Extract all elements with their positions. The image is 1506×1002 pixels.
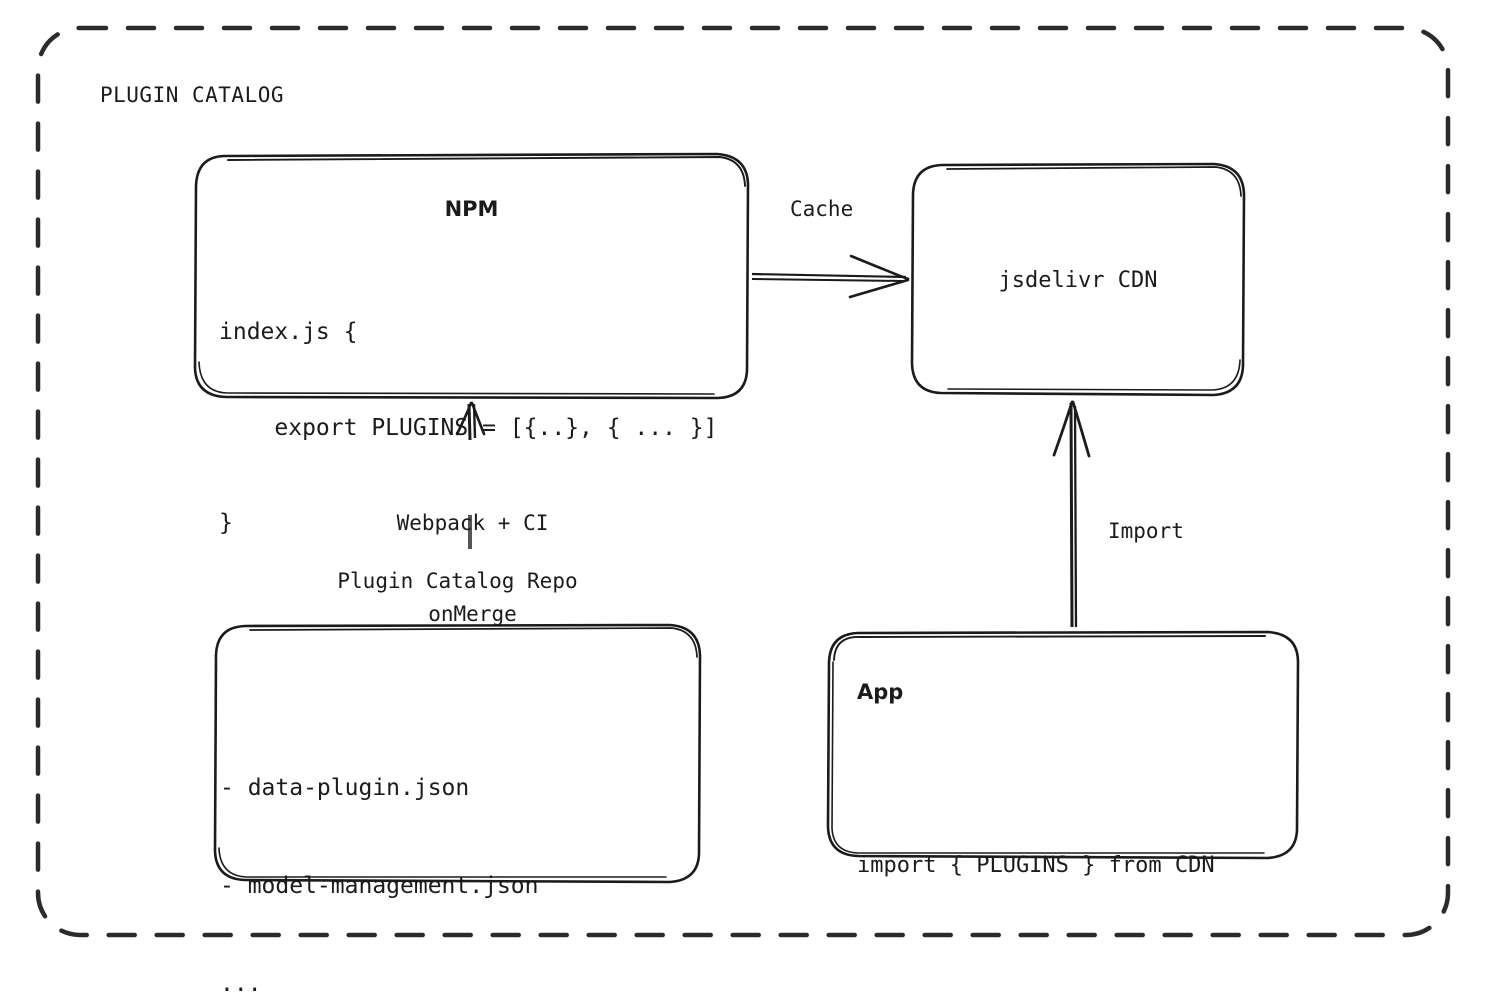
edge-npm-to-cdn-label: Cache <box>790 197 854 221</box>
edge-label-line: Webpack + CI <box>396 510 549 535</box>
npm-code-line: export PLUGINS = [{..}, { ... }] <box>219 414 718 441</box>
repo-file-item: - model-management.json <box>220 873 539 900</box>
cdn-node-title: jsdelivr CDN <box>998 268 1158 293</box>
app-node-title: App <box>857 680 904 704</box>
npm-node-code: index.js { export PLUGINS = [{..}, { ...… <box>219 254 718 603</box>
repo-node-file-list: - data-plugin.json - model-management.js… <box>220 707 539 1002</box>
edge-app-to-cdn-arrow <box>1052 400 1091 628</box>
repo-file-item: ... <box>220 971 262 998</box>
app-node-code: import { PLUGINS } from CDN PLUGINS.forE… <box>857 737 1215 1002</box>
app-code-line: PLUGINS.forEach {} <box>857 995 1215 1002</box>
edge-app-to-cdn-label: Import <box>1108 519 1184 543</box>
npm-code-line: index.js { <box>219 319 358 346</box>
edge-npm-to-cdn-arrow <box>751 254 910 299</box>
edge-repo-to-npm-label: Webpack + CI onMerge <box>330 447 615 691</box>
npm-node-title: NPM <box>444 197 499 221</box>
edge-label-line: onMerge <box>428 602 517 627</box>
npm-code-line: } <box>219 509 233 536</box>
app-code-line: import { PLUGINS } from CDN <box>857 853 1215 879</box>
repo-file-item: - data-plugin.json <box>220 775 470 802</box>
group-title: PLUGIN CATALOG <box>100 83 285 107</box>
repo-node-label: Plugin Catalog Repo <box>337 569 578 593</box>
